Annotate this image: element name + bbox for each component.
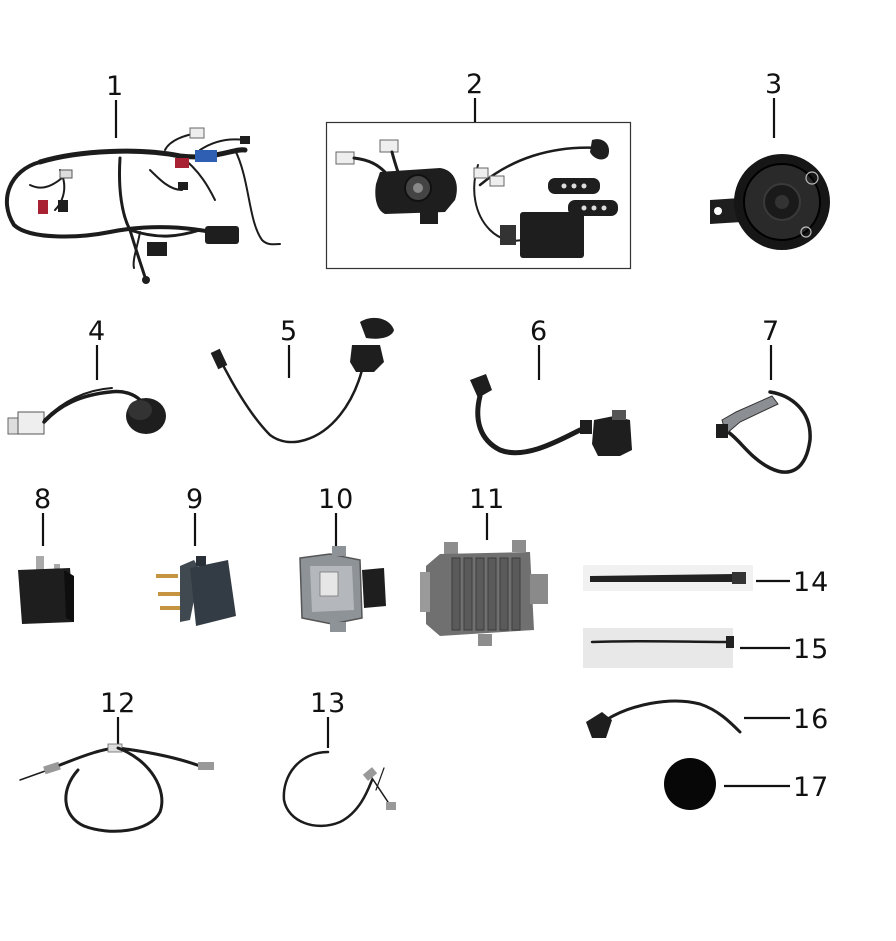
horn-icon <box>710 154 830 250</box>
throttle-cable-icon <box>19 743 214 833</box>
usb-socket-cable-icon <box>210 317 394 444</box>
callout-10: 10 <box>318 484 354 546</box>
callout-3: 3 <box>765 69 783 138</box>
part-number-16: 16 <box>793 704 829 735</box>
part-number-5: 5 <box>280 316 298 347</box>
callout-2: 2 <box>466 69 484 122</box>
callout-14: 14 <box>756 567 829 598</box>
part-number-4: 4 <box>88 316 106 347</box>
callout-6: 6 <box>530 316 548 380</box>
rubber-cap-icon <box>664 758 716 810</box>
part-number-17: 17 <box>793 772 829 803</box>
part-number-11: 11 <box>469 484 505 515</box>
oxygen-sensor-icon <box>716 390 812 474</box>
callout-13: 13 <box>310 688 346 748</box>
part-number-6: 6 <box>530 316 548 347</box>
ignition-switch-lock-set-icon <box>335 139 618 258</box>
part-number-8: 8 <box>34 484 52 515</box>
callout-16: 16 <box>744 704 829 735</box>
starter-button-cable-icon <box>7 387 166 435</box>
part-number-15: 15 <box>793 634 829 665</box>
part-2-frame <box>325 121 632 270</box>
part-number-1: 1 <box>106 71 124 102</box>
callout-5: 5 <box>280 316 298 378</box>
starter-relay-icon <box>156 556 236 626</box>
callout-8: 8 <box>34 484 52 546</box>
callout-12: 12 <box>100 688 136 746</box>
part-number-2: 2 <box>466 69 484 100</box>
flasher-relay-icon <box>18 556 74 624</box>
sensor-cable-icon <box>586 699 742 738</box>
part-number-12: 12 <box>100 688 136 719</box>
callout-7: 7 <box>762 316 780 380</box>
part-number-3: 3 <box>765 69 783 100</box>
ecu-icon <box>299 546 386 632</box>
callout-4: 4 <box>88 316 106 380</box>
part-number-10: 10 <box>318 484 354 515</box>
cable-tie-long-icon <box>583 565 753 591</box>
part-number-9: 9 <box>186 484 204 515</box>
part-number-14: 14 <box>793 567 829 598</box>
part-number-13: 13 <box>310 688 346 719</box>
callout-15: 15 <box>740 634 829 665</box>
part-number-7: 7 <box>762 316 780 347</box>
callout-1: 1 <box>106 71 124 138</box>
voltage-regulator-icon <box>420 540 548 646</box>
wiring-harness-icon <box>4 127 281 284</box>
seat-lock-cable-icon <box>282 750 396 828</box>
callout-17: 17 <box>724 772 829 803</box>
cable-tie-short-icon <box>583 628 734 668</box>
callout-9: 9 <box>186 484 204 546</box>
callout-11: 11 <box>469 484 505 540</box>
ignition-coil-icon <box>470 374 632 456</box>
